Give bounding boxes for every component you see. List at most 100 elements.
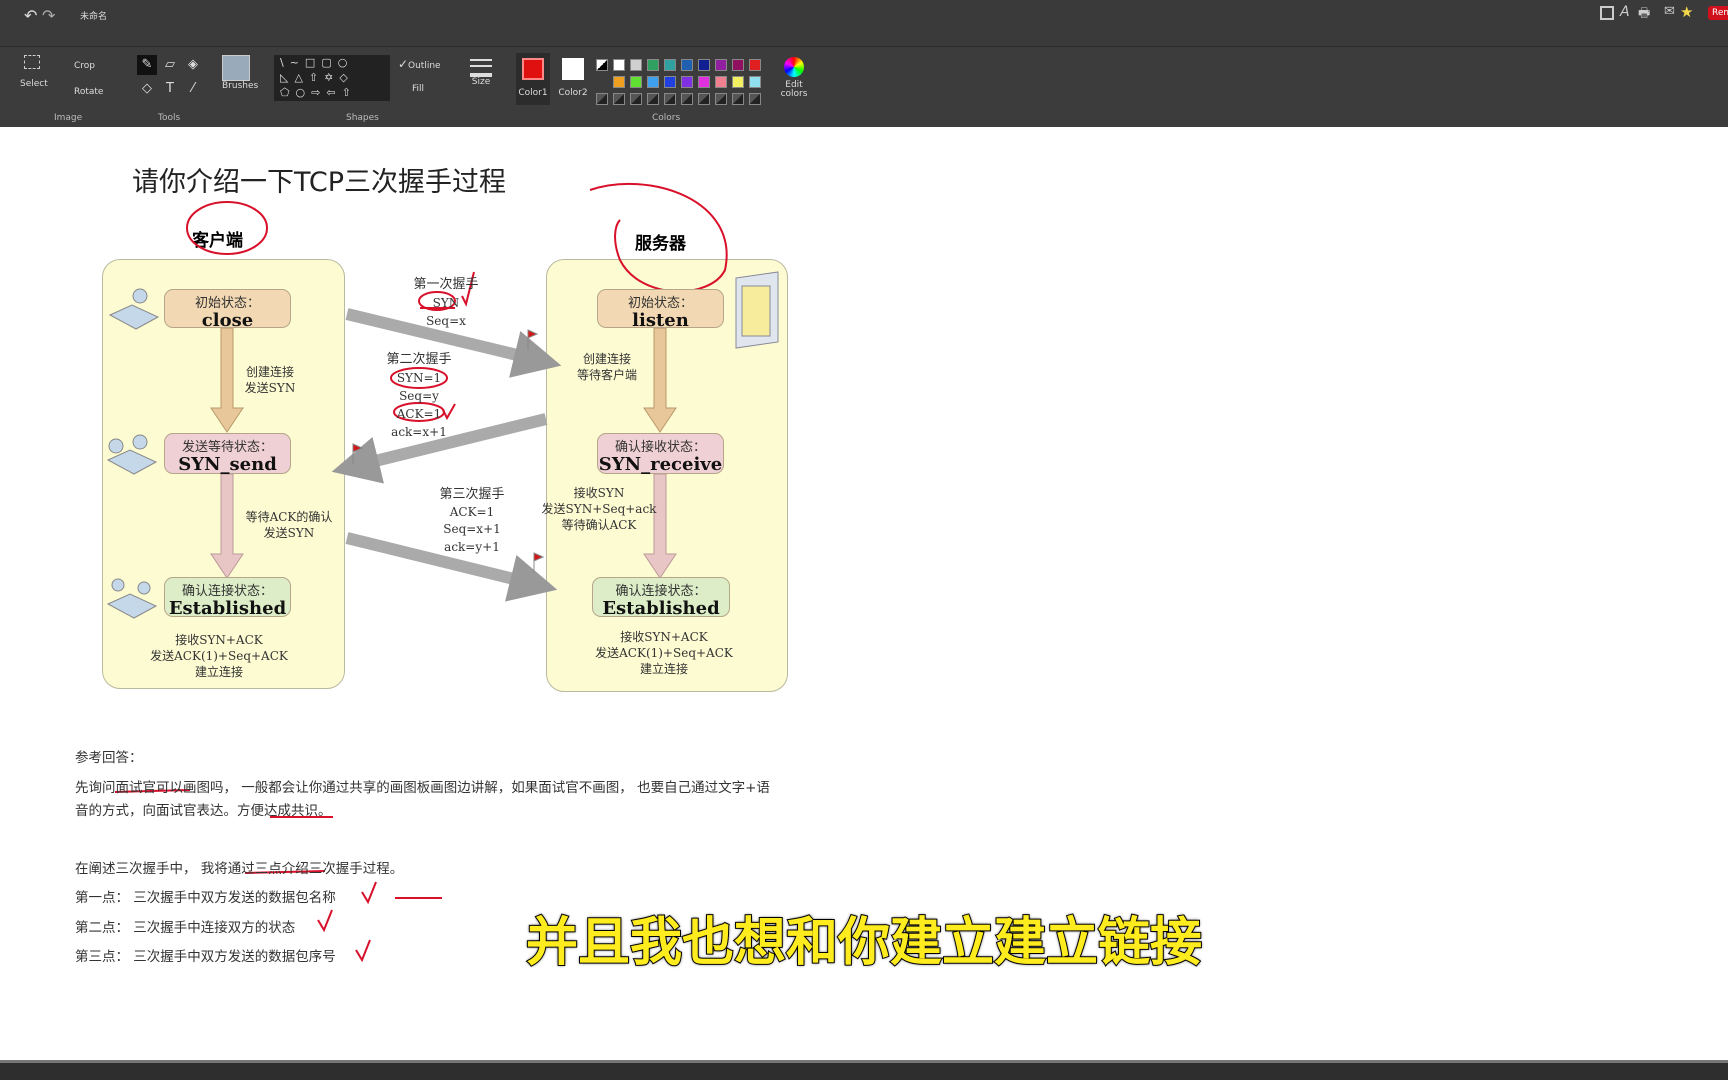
shapes-gallery[interactable]: \~□▢○◺△⇧✡◇⬠○⇨⇦⇧ [274, 55, 390, 101]
redo-icon[interactable]: ↷ [42, 6, 56, 25]
palette-swatch[interactable] [681, 59, 693, 71]
color1-button[interactable]: Color1 [516, 53, 550, 105]
window-title: 未命名 [80, 12, 108, 22]
fill-bucket-icon[interactable]: ◈ [188, 57, 198, 72]
ribbon-toolbar: Select Crop Rotate Image ✎ ▱ ◈ ◇ T ⁄ Too… [0, 46, 1728, 127]
handshake1-arrow [345, 308, 562, 378]
outline-toggle[interactable]: Outline [408, 61, 441, 71]
pencil-icon[interactable]: ✎ [137, 55, 157, 75]
client-heading: 客户端 [192, 231, 243, 251]
answer-intro: 在阐述三次握手中， 我将通过三点介绍三次握手过程。 [75, 861, 404, 877]
palette-swatch[interactable] [698, 59, 710, 71]
image-group-label: Image [54, 113, 83, 123]
server-state-established: 确认连接状态：Established [592, 577, 730, 619]
empty-palette-swatch[interactable] [715, 93, 727, 105]
badge[interactable]: Rem [1708, 6, 1728, 20]
palette-swatch[interactable] [681, 76, 693, 88]
tools-group-label: Tools [158, 113, 181, 123]
color2-button[interactable]: Color2 [556, 53, 590, 98]
eyedropper-icon[interactable]: ⁄ [191, 81, 195, 96]
colors-group-label: Colors [652, 113, 681, 123]
brushes-button[interactable]: Brushes [222, 55, 258, 91]
empty-palette-swatch[interactable] [613, 93, 625, 105]
palette-swatch[interactable] [715, 59, 727, 71]
fill-toggle[interactable]: Fill [412, 84, 425, 94]
palette-swatch[interactable] [630, 76, 642, 88]
star-icon[interactable]: ★ [1680, 3, 1694, 21]
select-button[interactable]: Select [20, 55, 48, 89]
palette-swatch[interactable] [732, 59, 744, 71]
color2-label: Color2 [558, 88, 588, 98]
empty-palette-swatch[interactable] [732, 93, 744, 105]
answer-paragraph-line-1: 先询问面试官可以画图吗， 一般都会让你通过共享的画图板画图边讲解，如果面试官不画… [75, 780, 770, 796]
handshake3-arrow [345, 532, 558, 602]
color1-label: Color1 [518, 88, 548, 98]
palette-swatch[interactable] [613, 59, 625, 71]
empty-palette-swatch[interactable] [647, 93, 659, 105]
palette-swatch[interactable] [732, 76, 744, 88]
brushes-label: Brushes [222, 81, 259, 91]
outline-check-icon: ✓ [398, 57, 409, 71]
client-down-arrow-1 [210, 327, 244, 433]
answer-paragraph-line-2: 音的方式，向面试官表达。方便达成共识。 [75, 803, 332, 819]
palette-swatch[interactable] [613, 76, 625, 88]
answer-heading: 参考回答： [75, 750, 143, 766]
size-lines-icon [470, 59, 492, 77]
printer-icon[interactable]: 🖶 [1638, 6, 1651, 21]
mail-icon[interactable]: ✉ [1664, 4, 1675, 19]
palette-swatch[interactable] [664, 76, 676, 88]
palette-swatch[interactable] [664, 59, 676, 71]
palette-swatch[interactable] [647, 59, 659, 71]
client-state-established: 确认连接状态：Established [164, 577, 291, 619]
flag-icons [352, 329, 545, 573]
crop-button[interactable]: Crop [74, 61, 96, 71]
select-label: Select [20, 79, 48, 89]
edit-colors-button[interactable]: Edit colors [780, 57, 808, 99]
handshake2-arrow [331, 413, 548, 484]
palette-swatch[interactable] [749, 76, 761, 88]
server-note-1: 创建连接等待客户端 [576, 352, 638, 382]
color2-swatch [562, 58, 584, 80]
server-state-listen: 初始状态：listen [597, 289, 724, 331]
palette-swatch[interactable] [647, 76, 659, 88]
client-state-syn-send: 发送等待状态：SYN_send [164, 433, 291, 475]
page-title: 请你介绍一下TCP三次握手过程 [132, 167, 507, 198]
color1-swatch [522, 58, 544, 80]
palette-swatch[interactable] [749, 59, 761, 71]
empty-palette-swatch[interactable] [681, 93, 693, 105]
client-down-arrow-2 [210, 473, 244, 579]
status-bar [0, 1060, 1728, 1080]
rotate-button[interactable]: Rotate [74, 87, 104, 97]
color-picker-icon[interactable]: ◇ [142, 81, 152, 96]
empty-palette-swatch[interactable] [664, 93, 676, 105]
select-icon [24, 55, 40, 69]
red-annotations [114, 182, 728, 963]
empty-palette-swatch[interactable] [749, 93, 761, 105]
size-button[interactable]: Size [470, 59, 492, 87]
server-down-arrow-1 [643, 327, 677, 433]
palette-swatch[interactable] [630, 59, 642, 71]
palette-swatch[interactable] [596, 59, 608, 71]
point-1: 第一点： 三次握手中双方发送的数据包名称 [75, 890, 336, 906]
window-icon[interactable] [1600, 6, 1614, 20]
size-label: Size [471, 77, 491, 87]
empty-palette-swatch[interactable] [630, 93, 642, 105]
text-icon[interactable]: T [166, 81, 174, 96]
point-3: 第三点： 三次握手中双方发送的数据包序号 [75, 949, 336, 965]
palette-swatch[interactable] [698, 76, 710, 88]
font-icon[interactable]: A [1620, 4, 1630, 20]
server-heading: 服务器 [635, 234, 686, 254]
palette-swatch[interactable] [715, 76, 727, 88]
undo-icon[interactable]: ↶ [24, 6, 38, 25]
empty-palette-swatch[interactable] [698, 93, 710, 105]
server-icon [735, 271, 779, 349]
empty-palette-swatch[interactable] [596, 93, 608, 105]
client-note-2: 等待ACK的确认发送SYN [245, 510, 333, 540]
client-state-close: 初始状态：close [164, 289, 291, 331]
eraser-icon[interactable]: ▱ [165, 57, 175, 72]
color-wheel-icon [784, 57, 804, 77]
